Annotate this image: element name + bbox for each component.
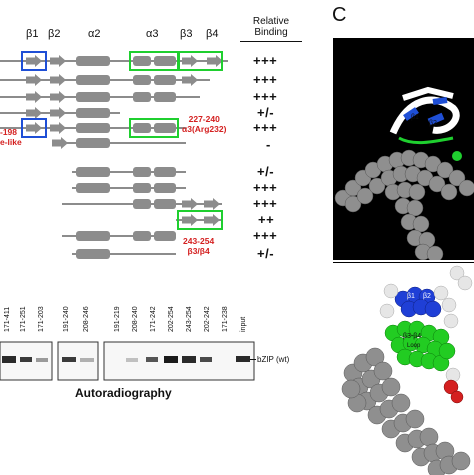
binding-value: +/- xyxy=(257,105,275,120)
binding-value: +++ xyxy=(253,89,278,104)
alpha3-green-box-row5 xyxy=(129,118,179,138)
gel-caption: Autoradiography xyxy=(75,386,172,400)
binding-value: +++ xyxy=(253,228,278,243)
header-line-2: Binding xyxy=(254,27,288,38)
bottom-label-beta1: β1 xyxy=(407,293,415,300)
header-underline xyxy=(240,41,302,42)
construct-row-4 xyxy=(0,107,120,119)
construct-row-5 xyxy=(0,122,186,134)
construct-row-6 xyxy=(52,137,186,149)
top-label-beta2: β2 xyxy=(429,120,437,127)
construct-row-10 xyxy=(176,214,222,226)
bottom-label-beta34: β3-β4 xyxy=(403,333,422,340)
panel-c-label: C xyxy=(332,4,347,26)
construct-row-2 xyxy=(0,74,210,86)
construct-row-12 xyxy=(72,249,176,259)
construct-row-8 xyxy=(72,183,186,193)
bottom-label-beta2: β2 xyxy=(423,293,431,300)
construct-rows xyxy=(0,51,228,259)
binding-value: ++ xyxy=(258,212,275,227)
binding-value: +++ xyxy=(253,196,278,211)
structure-bottom-view: β1 β2 β3-β4 Loop xyxy=(333,262,474,475)
beta34-annotation-line-2: β3/β4 xyxy=(187,246,210,256)
protein-dna-model-bottom xyxy=(341,265,473,475)
beta1-blue-box xyxy=(21,51,47,71)
construct-row-1 xyxy=(0,55,228,67)
beta34-green-box xyxy=(178,51,223,71)
binding-value: +/- xyxy=(257,246,275,261)
beta1-blue-box-row5 xyxy=(21,118,47,138)
structure-diagram: β1 β2 α2 α3 β3 β4 Relative Binding xyxy=(0,0,330,270)
label-alpha2: α2 xyxy=(88,28,101,40)
binding-value: +/- xyxy=(257,164,275,179)
left-annotation: -198 e-like xyxy=(0,127,22,147)
beta34-annotation: 243-254 β3/β4 xyxy=(183,236,214,256)
construct-row-9 xyxy=(62,198,222,210)
label-beta1: β1 xyxy=(26,28,39,40)
construct-row-11 xyxy=(62,231,176,241)
binding-value: +++ xyxy=(253,72,278,87)
top-label-beta1: β1 xyxy=(411,114,419,121)
construct-row-3 xyxy=(0,91,200,103)
alpha3-annotation-line-2: α3(Arg232) xyxy=(182,124,227,134)
construct-row-7 xyxy=(72,167,186,177)
structure-top-view: β1 β2 xyxy=(333,38,474,260)
protein-dna-model-top xyxy=(334,86,474,260)
bottom-label-loop: Loop xyxy=(407,343,421,349)
relative-binding-header: Relative Binding xyxy=(240,16,302,38)
header-line-1: Relative xyxy=(252,16,290,27)
alpha3-annotation-line-1: 227-240 xyxy=(188,114,220,124)
beta34-green-box-row10 xyxy=(177,210,223,230)
binding-value: - xyxy=(266,137,271,152)
band-label: bZIP (wt) xyxy=(257,355,290,364)
binding-value: +++ xyxy=(253,120,278,135)
left-annotation-line-1: -198 xyxy=(0,127,18,137)
beta34-annotation-line-1: 243-254 xyxy=(183,236,215,246)
label-beta4: β4 xyxy=(206,28,219,40)
label-beta2: β2 xyxy=(48,28,61,40)
gel-image xyxy=(0,341,255,381)
band-arrow-icon xyxy=(250,359,256,360)
label-alpha3: α3 xyxy=(146,28,159,40)
binding-value: +++ xyxy=(253,53,278,68)
alpha3-annotation: 227-240 α3(Arg232) xyxy=(182,114,226,134)
binding-value: +++ xyxy=(253,180,278,195)
gel-panel: 171-411 171-251 171-203 191-240 208-246 … xyxy=(0,276,330,474)
left-annotation-line-2: e-like xyxy=(0,137,22,147)
label-beta3: β3 xyxy=(180,28,193,40)
